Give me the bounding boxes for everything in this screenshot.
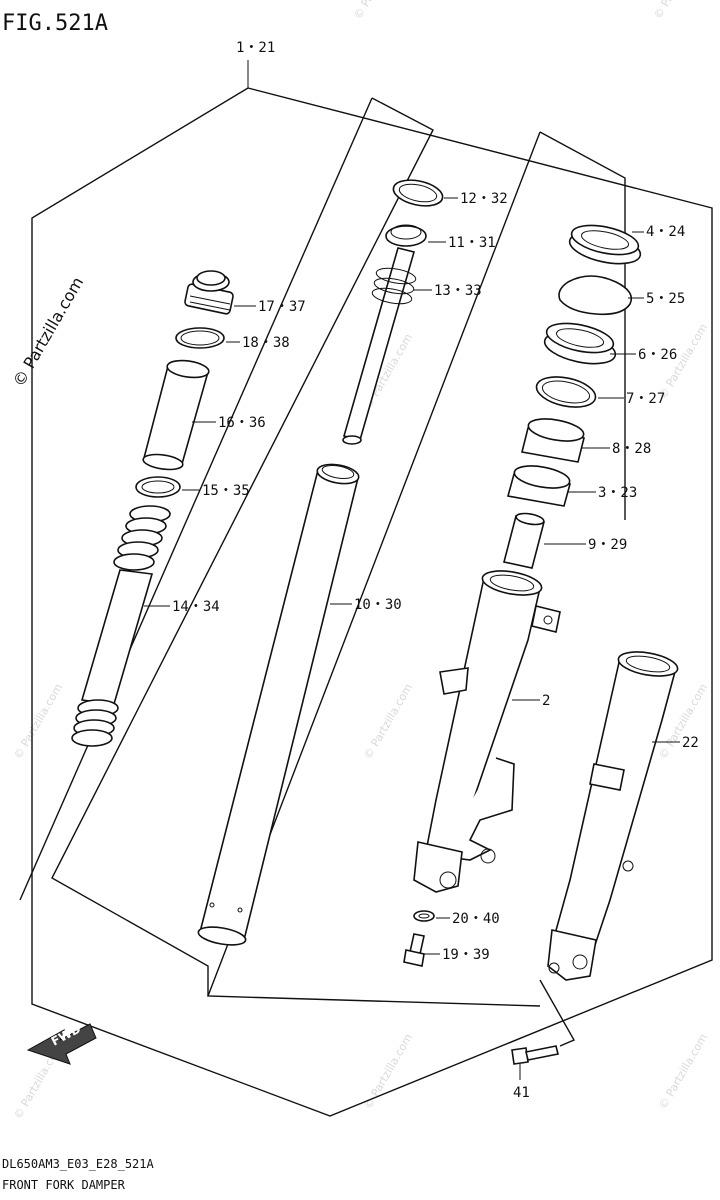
watermark-text: © Partzilla.com	[11, 681, 65, 761]
assembly-frame	[31, 87, 713, 1117]
callout-41: 41	[513, 1085, 530, 1101]
cartridge-group-frame-edge	[19, 97, 373, 901]
callout-1-21: 1・21	[236, 40, 275, 56]
oil-seal	[543, 322, 617, 365]
callout-11-31: 11・31	[448, 235, 496, 251]
bolt-leader-line	[539, 979, 575, 1047]
callout-4-24: 4・24	[646, 224, 685, 240]
oil-seal-retainer-inner	[541, 380, 591, 404]
outer-tube-guide-bushing	[521, 418, 585, 463]
dust-seal	[568, 224, 642, 265]
watermark-text: © Partzilla.com	[656, 1031, 710, 1111]
callout-22: 22	[682, 735, 699, 751]
inner-tube	[197, 463, 360, 946]
callout-13-33: 13・33	[434, 283, 482, 299]
watermark-text: © Partzilla.com	[351, 0, 405, 22]
outer-tube-group-frame	[539, 131, 626, 520]
callout-19-39: 19・39	[442, 947, 490, 963]
callout-14-34: 14・34	[172, 599, 220, 615]
o-ring-inner	[180, 330, 220, 346]
figure-caption: FRONT FORK DAMPER	[2, 1178, 126, 1192]
figure-code: DL650AM3_E03_E28_521A	[2, 1157, 154, 1171]
callout-2: 2	[542, 693, 550, 709]
watermark-text: © Partzilla.com	[651, 0, 705, 22]
callout-18-38: 18・38	[242, 335, 290, 351]
cartridge-group-frame	[51, 97, 434, 996]
callout-8-28: 8・28	[612, 441, 651, 457]
callout-6-26: 6・26	[638, 347, 677, 363]
forward-direction-arrow: FWD	[26, 1022, 97, 1065]
damper-rod	[342, 224, 427, 445]
spring-washer-inner	[141, 480, 175, 494]
oil-seal-retainer	[535, 376, 597, 408]
spacer-pipe	[142, 359, 210, 471]
watermark-main: © Partzilla.com	[9, 274, 87, 390]
oil-lock-piece	[503, 512, 545, 569]
damper-rod-bolt	[403, 933, 425, 967]
fork-cap-bolt	[184, 270, 234, 315]
callout-20-40: 20・40	[452, 911, 500, 927]
outer-tube-left	[413, 570, 561, 893]
damper-rod-gasket	[413, 910, 435, 922]
callout-5-25: 5・25	[646, 291, 685, 307]
stopper-ring	[392, 179, 444, 207]
outer-tube-group-frame-edge	[206, 131, 541, 1007]
watermark-text: © Partzilla.com	[361, 681, 415, 761]
fork-spring	[71, 505, 171, 747]
stopper-ring-inner	[398, 183, 438, 203]
callout-15-35: 15・35	[202, 483, 250, 499]
callout-12-32: 12・32	[460, 191, 508, 207]
oil-seal-stopper-ring	[558, 275, 633, 316]
outer-tube-right	[547, 651, 679, 981]
damper-rod-gasket-inner	[418, 913, 430, 919]
figure-title: FIG.521A	[2, 11, 108, 36]
callout-3-23: 3・23	[598, 485, 637, 501]
rebound-spring	[371, 267, 417, 305]
callout-7-27: 7・27	[626, 391, 665, 407]
inner-tube-slide-bushing	[506, 465, 572, 507]
callout-17-37: 17・37	[258, 299, 306, 315]
callout-10-30: 10・30	[354, 597, 402, 613]
callout-9-29: 9・29	[588, 537, 627, 553]
callout-16-36: 16・36	[218, 415, 266, 431]
axle-pinch-bolt	[511, 1045, 559, 1065]
spring-washer	[135, 476, 181, 498]
